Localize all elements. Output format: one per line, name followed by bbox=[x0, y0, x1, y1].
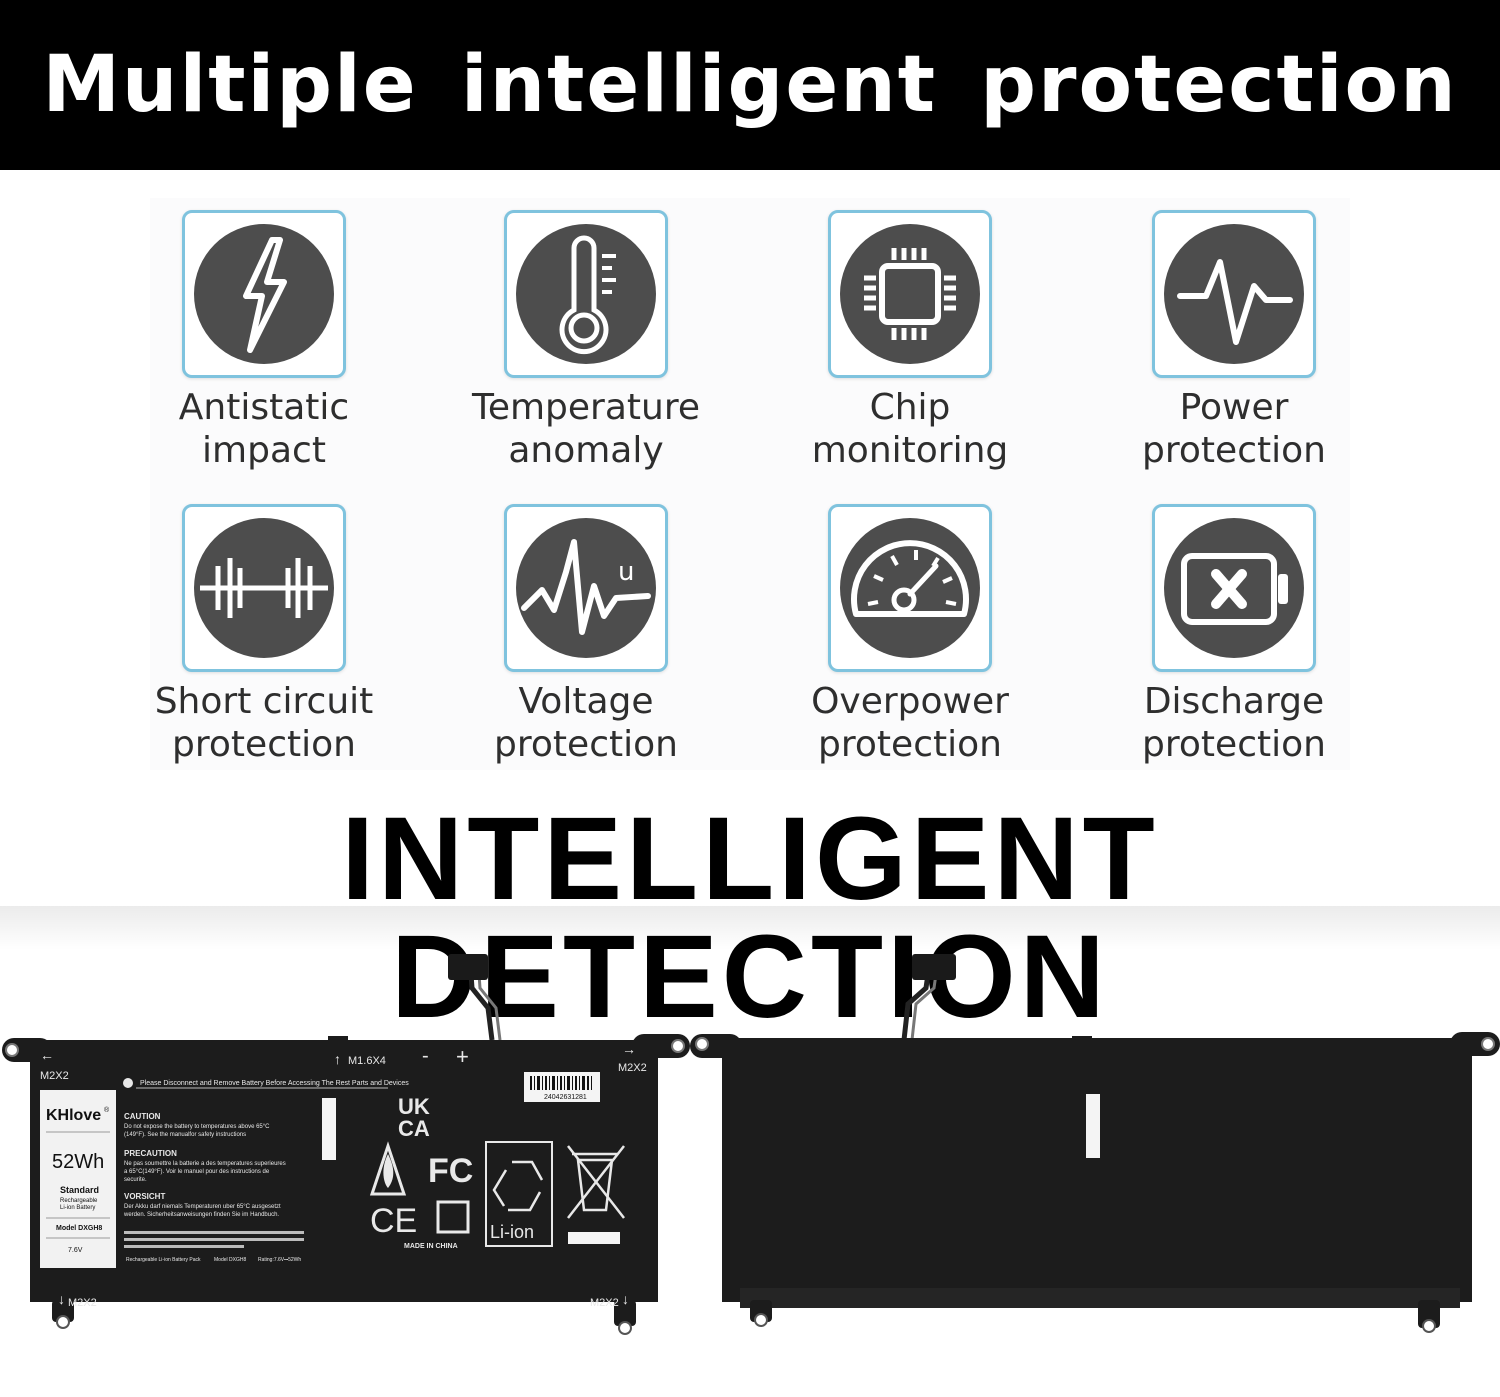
feature-tile bbox=[182, 504, 346, 672]
arrow-up-icon: ↑ bbox=[334, 1051, 341, 1067]
info-icon bbox=[123, 1078, 133, 1088]
ukca-mark: CA bbox=[398, 1116, 430, 1141]
notice-text: Please Disconnect and Remove Battery Bef… bbox=[140, 1080, 409, 1087]
screw-label: M1.6X4 bbox=[348, 1055, 386, 1067]
type-line: Li-ion Battery bbox=[60, 1205, 95, 1211]
capacity: 52Wh bbox=[52, 1151, 104, 1173]
precaution-text: Ne pas soumettre la batterie a des tempe… bbox=[124, 1161, 286, 1167]
feature-tile bbox=[504, 210, 668, 378]
ukca-mark: UK bbox=[398, 1094, 430, 1119]
precaution-text: a 65°C(149°F). Voir le manuel pour des i… bbox=[124, 1169, 270, 1175]
svg-text:u: u bbox=[618, 557, 634, 587]
precaution-title: PRECAUTION bbox=[124, 1149, 177, 1158]
type-line: Rechargeable bbox=[60, 1198, 98, 1204]
feature-tile bbox=[828, 504, 992, 672]
screw-label: M2X2 bbox=[40, 1070, 69, 1082]
chip-icon bbox=[840, 224, 980, 364]
thermometer-icon bbox=[516, 224, 656, 364]
feature-tile bbox=[182, 210, 346, 378]
battery-front: ← M2X2 ↑ M1.6X4 - + → M2X2 ↓ M2X2 M2X2 ↓… bbox=[2, 954, 690, 1335]
footer-rating: Rating:7.6V⎓52Wh bbox=[258, 1257, 301, 1263]
recycle-icon bbox=[492, 1160, 544, 1212]
crossed-bin-icon bbox=[567, 1145, 625, 1219]
banner-title: Multiple intelligent protection bbox=[42, 40, 1458, 130]
pulse-icon bbox=[1164, 224, 1304, 364]
ce-mark: CE bbox=[370, 1202, 417, 1240]
screw-label: M2X2 bbox=[590, 1297, 619, 1309]
vorsicht-title: VORSICHT bbox=[124, 1192, 165, 1201]
caution-text: Do not expose the battery to temperature… bbox=[124, 1124, 270, 1130]
brand-mark: ® bbox=[104, 1106, 110, 1114]
speedometer-icon bbox=[840, 518, 980, 658]
flammable-icon bbox=[369, 1141, 407, 1196]
liion-mark: Li-ion bbox=[490, 1222, 534, 1242]
voltage-wave-icon: u bbox=[516, 518, 656, 658]
caution-title: CAUTION bbox=[124, 1112, 161, 1121]
feature-tile bbox=[1152, 504, 1316, 672]
arrow-right-icon: → bbox=[622, 1041, 636, 1057]
arrow-down-icon: ↓ bbox=[58, 1291, 65, 1307]
battery-back-image bbox=[690, 948, 1500, 1348]
feature-tile: u bbox=[504, 504, 668, 672]
cert-icon bbox=[436, 1200, 470, 1234]
fc-mark: FC bbox=[428, 1152, 473, 1190]
footer-model: Model DXGH8 bbox=[214, 1257, 246, 1263]
brand-name: KHlove bbox=[46, 1107, 101, 1124]
vorsicht-text: werden. Sicherheitsanweisungen finden Si… bbox=[123, 1212, 279, 1218]
arrow-down-icon: ↓ bbox=[622, 1291, 629, 1307]
feature-tile bbox=[828, 210, 992, 378]
voltage-label: 7.6V bbox=[68, 1247, 83, 1254]
polarity-minus: - bbox=[422, 1045, 429, 1067]
battery-front-image: ← M2X2 ↑ M1.6X4 - + → M2X2 ↓ M2X2 M2X2 ↓… bbox=[0, 948, 690, 1348]
connector-plug bbox=[448, 954, 488, 980]
headline-reflection bbox=[0, 906, 1500, 950]
type-line: Standard bbox=[60, 1185, 99, 1195]
battery-back bbox=[690, 954, 1500, 1333]
vorsicht-text: Der Akku darf niemals Temperaturen uber … bbox=[124, 1204, 281, 1210]
lightning-bolt-icon bbox=[194, 224, 334, 364]
short-circuit-icon bbox=[194, 518, 334, 658]
connector-plug bbox=[912, 954, 956, 980]
model-label: Model DXGH8 bbox=[56, 1225, 102, 1232]
footer-pack: Rechargeable Li-ion Battery Pack bbox=[126, 1257, 201, 1263]
barcode-number: 24042631281 bbox=[544, 1094, 587, 1101]
battery-x-icon bbox=[1164, 518, 1304, 658]
polarity-plus: + bbox=[456, 1044, 469, 1069]
precaution-text: securite. bbox=[124, 1177, 147, 1183]
arrow-left-icon: ← bbox=[40, 1047, 54, 1063]
screw-label: M2X2 bbox=[68, 1297, 97, 1309]
caution-text: (149°F). See the manualfor safety instru… bbox=[124, 1132, 246, 1138]
title-banner: Multiple intelligent protection bbox=[0, 0, 1500, 170]
feature-tile bbox=[1152, 210, 1316, 378]
headline: INTELLIGENT DETECTION bbox=[341, 793, 1159, 1043]
made-in: MADE IN CHINA bbox=[404, 1243, 458, 1250]
battery-body bbox=[722, 1038, 1472, 1302]
recycle-box bbox=[485, 1141, 553, 1247]
screw-label: M2X2 bbox=[618, 1062, 647, 1074]
